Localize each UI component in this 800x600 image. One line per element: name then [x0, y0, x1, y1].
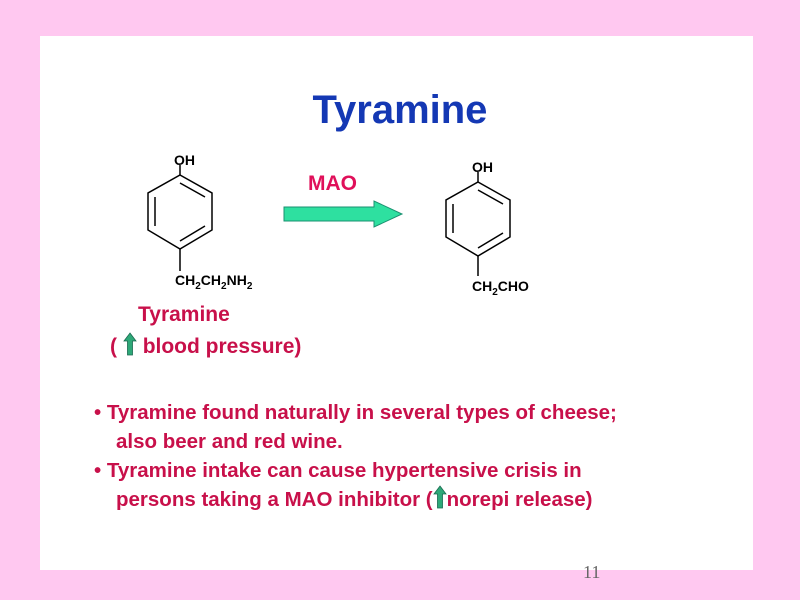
product-side-chain-label: CH2CHO: [472, 278, 529, 298]
reaction-arrow-icon: [283, 200, 404, 228]
product-structure: [445, 172, 511, 276]
tyramine-side-chain-label: CH2CH2NH2: [175, 272, 253, 292]
bullet-list: • Tyramine found naturally in several ty…: [94, 398, 617, 514]
slide-panel: [40, 36, 753, 570]
blood-pressure-caption: ( blood pressure): [110, 332, 301, 359]
up-arrow-icon: [123, 332, 137, 356]
page-title: Tyramine: [312, 88, 488, 132]
tyramine-structure: [147, 165, 213, 271]
bullet-1-line-1: • Tyramine found naturally in several ty…: [94, 401, 617, 424]
bullet-1-line-2: also beer and red wine.: [116, 430, 343, 453]
reaction-label: MAO: [308, 172, 357, 195]
tyramine-caption: Tyramine: [138, 303, 230, 326]
bullet-2-line-1: • Tyramine intake can cause hypertensive…: [94, 459, 582, 482]
tyramine-oh-label: OH: [174, 152, 195, 168]
page-number: 11: [583, 562, 601, 582]
bullet-2-line-2: persons taking a MAO inhibitor ( norepi …: [94, 485, 617, 514]
up-arrow-icon: [432, 485, 447, 509]
product-oh-label: OH: [472, 159, 493, 175]
